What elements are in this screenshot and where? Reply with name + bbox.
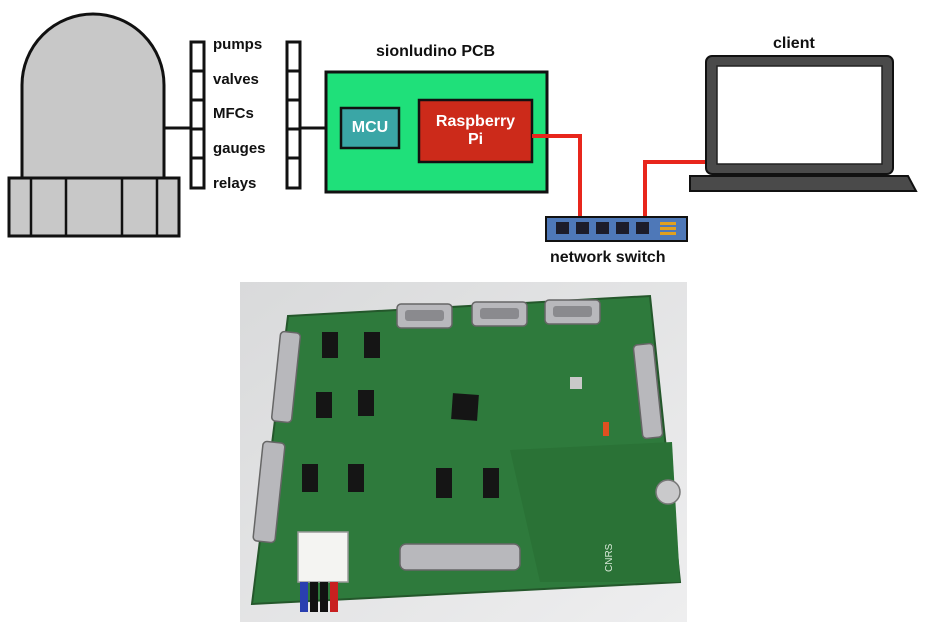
db25-bottom-connector: [399, 543, 521, 571]
right-connector-strip: [285, 40, 302, 190]
io-label-gauges: gauges: [213, 140, 266, 157]
diagram-graphics: [7, 12, 918, 242]
client-label: client: [773, 35, 815, 52]
board-silkscreen-label: CNRS: [604, 543, 615, 572]
network-switch-icon: [545, 216, 688, 242]
pcb-photo: CNRS: [240, 282, 687, 622]
raspberry-pi-box: [417, 98, 534, 164]
io-label-relays: relays: [213, 175, 257, 192]
laptop-icon: [689, 55, 918, 192]
laptop-switch-link: [643, 160, 706, 218]
raspberry-pi-label-line2: Pi: [467, 131, 484, 149]
mcu-label: MCU: [351, 119, 389, 136]
io-label-mfcs: MFCs: [213, 105, 254, 122]
db25-side-connectors: [252, 330, 664, 544]
left-connector-strip: [189, 40, 206, 190]
led: [603, 422, 609, 436]
switch-label: network switch: [550, 249, 666, 266]
mcu-box: [339, 106, 401, 150]
power-connector: [297, 531, 349, 583]
pcb-label: sionludino PCB: [376, 43, 496, 60]
pi-switch-link: [532, 134, 582, 218]
pushbutton: [570, 377, 582, 389]
vacuum-chamber-icon: [7, 12, 181, 238]
db9-connectors: [396, 299, 601, 329]
io-label-valves: valves: [213, 71, 259, 88]
raspberry-pi-label-line1: Raspberry: [435, 113, 516, 130]
board-section: [510, 442, 680, 582]
power-wires: [300, 582, 338, 612]
raspberry-pi-label: Raspberry Pi: [419, 113, 532, 150]
io-label-pumps: pumps: [213, 36, 263, 53]
chips: [302, 332, 499, 498]
coin-battery: [655, 479, 681, 505]
